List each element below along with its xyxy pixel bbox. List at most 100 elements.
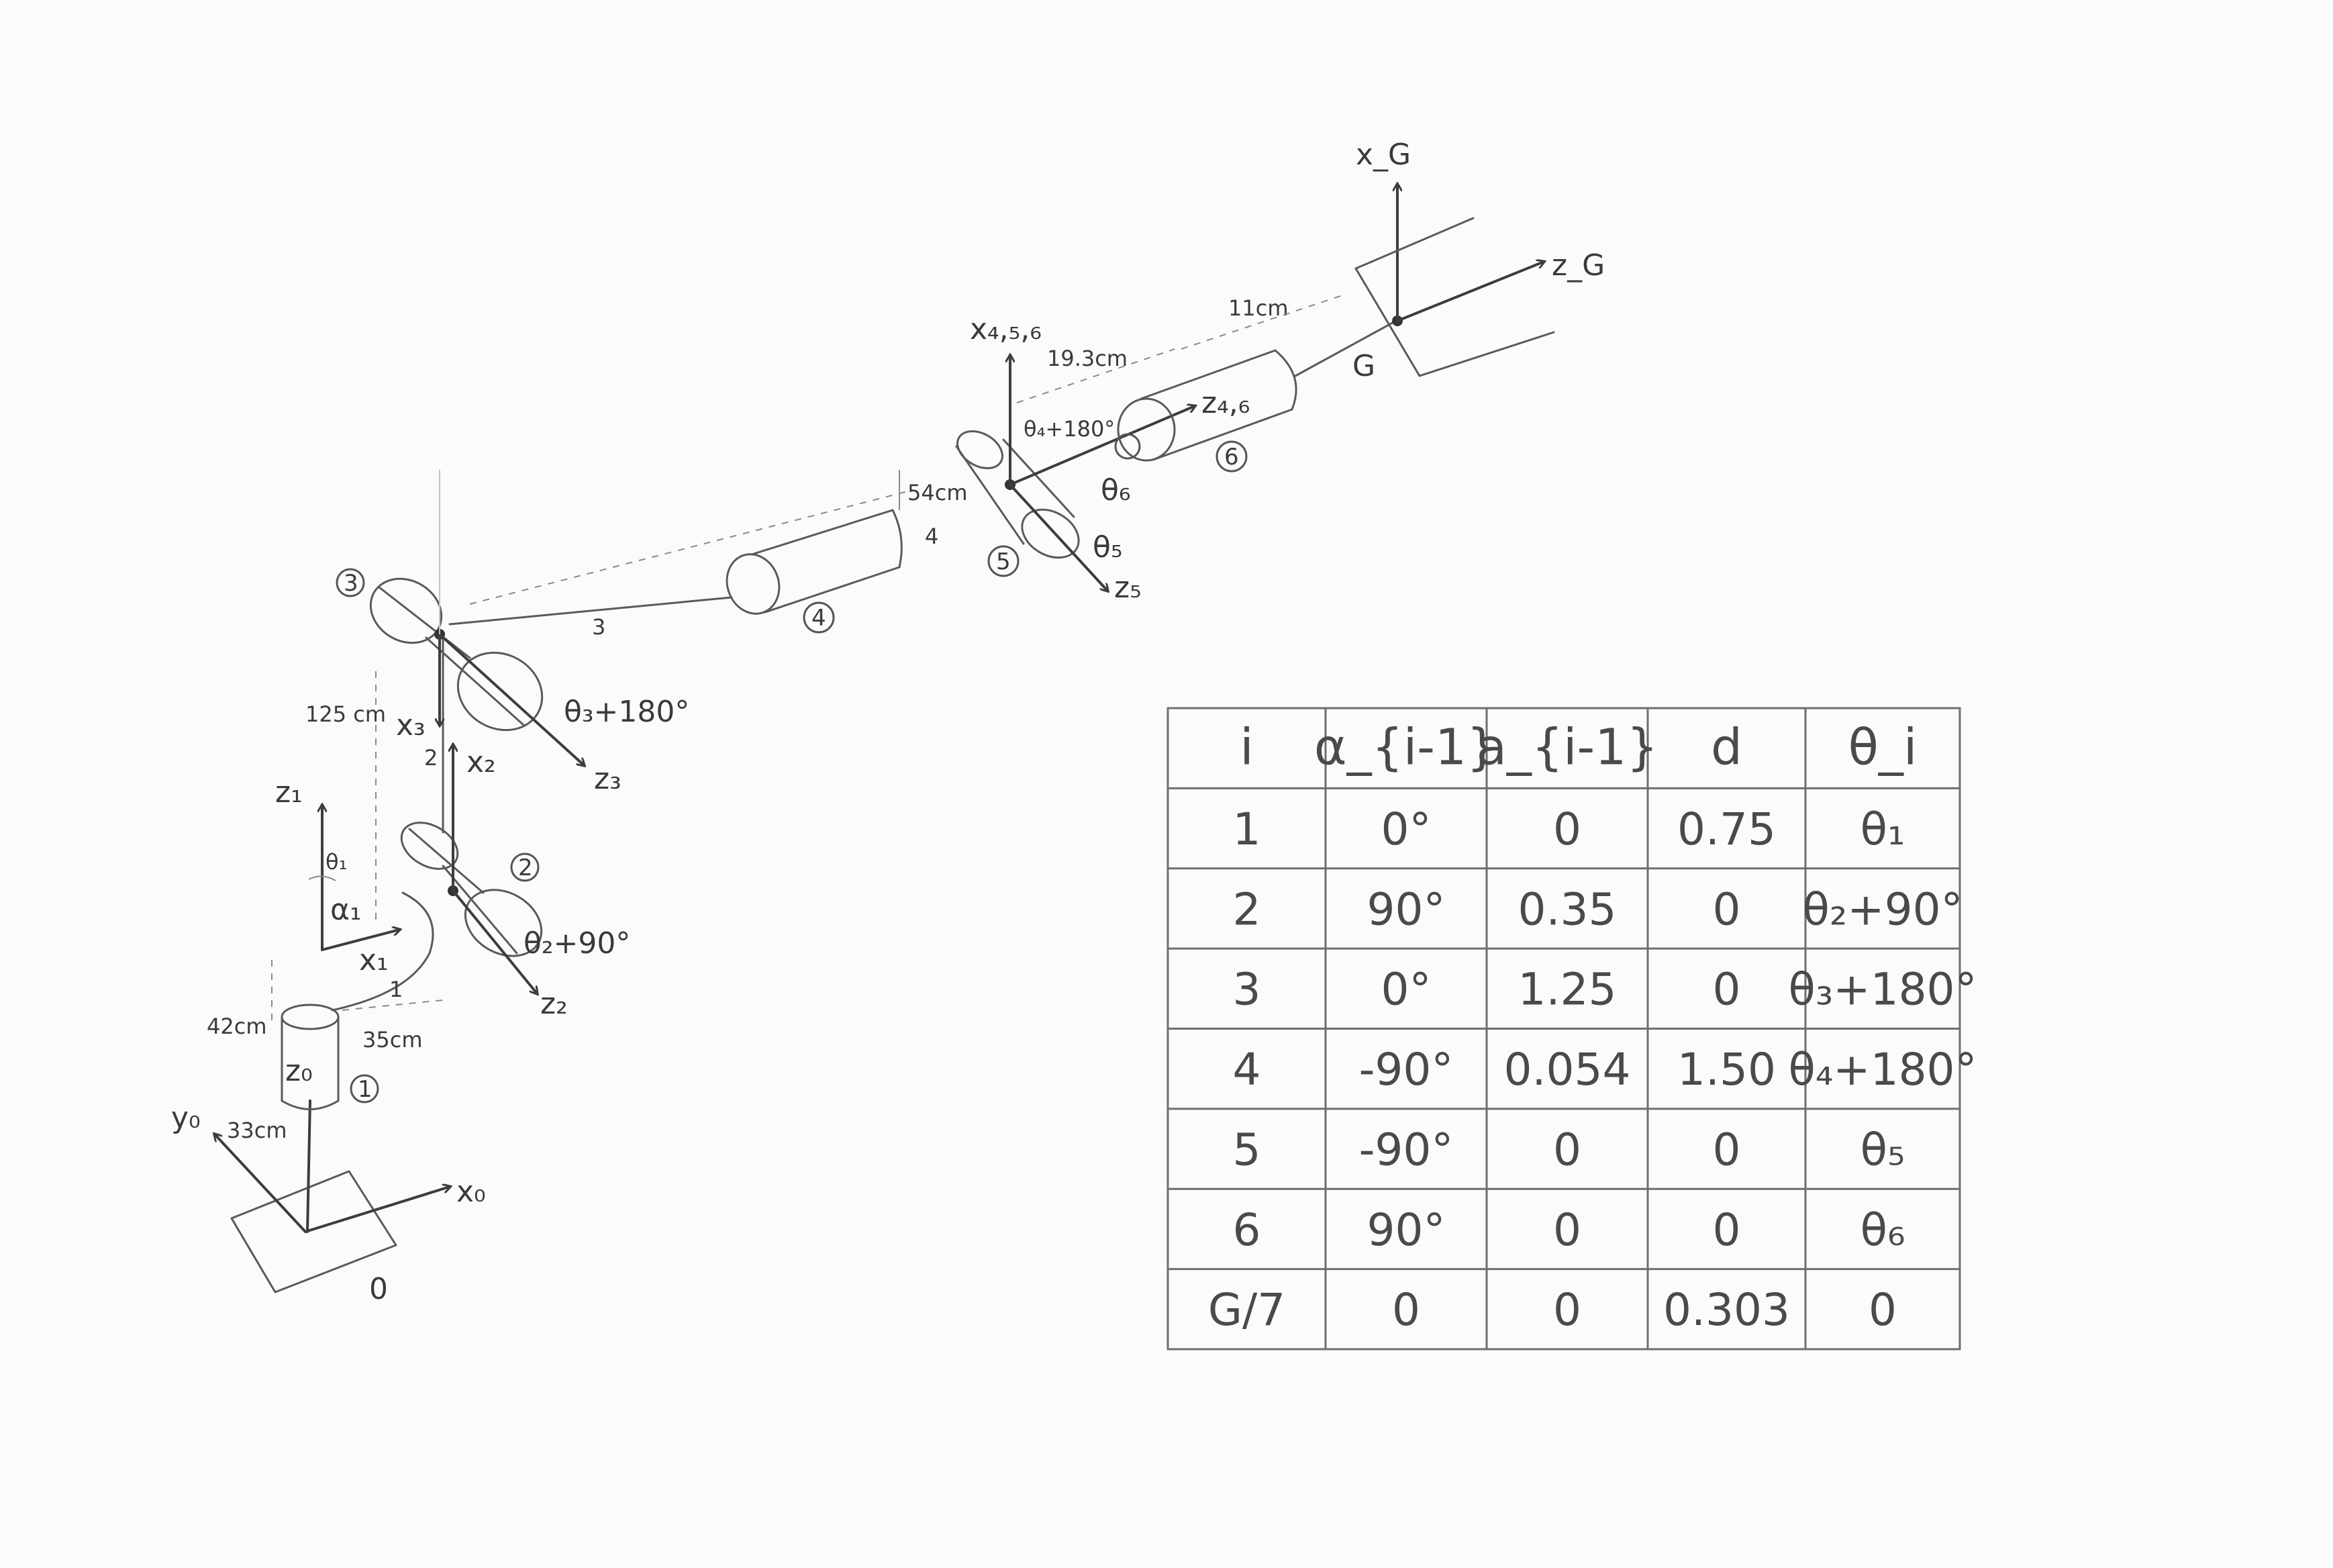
table-cell: 4	[1233, 1044, 1261, 1095]
joint-circle-1-label: 1	[358, 1076, 373, 1103]
table-cell: 0.054	[1504, 1044, 1631, 1095]
link-3	[448, 596, 733, 626]
table-cell: θ₃+180°	[1788, 964, 1977, 1016]
link-label-2: 2	[424, 745, 438, 771]
link-label-1: 1	[389, 977, 403, 1002]
joint-circle-6-label: 6	[1224, 444, 1239, 471]
table-header-cell: a_{i-1}	[1477, 719, 1658, 777]
label-theta1: θ₁	[326, 849, 347, 875]
link-1	[331, 891, 434, 1012]
gripper-frame: z_G x_G G	[1294, 138, 1605, 383]
joint1-frame: z₁ x₁ θ₁ α₁	[275, 775, 399, 977]
table-cell: 2	[1233, 883, 1261, 935]
joint-circle-5	[987, 545, 1020, 577]
joint-circle-2	[510, 852, 540, 882]
table-cell: 0	[1553, 803, 1581, 855]
table-cell: θ₁	[1860, 803, 1905, 855]
table-header-cell: d	[1711, 719, 1742, 777]
label-x3: x₃	[396, 708, 426, 742]
label-theta6: θ₆	[1101, 473, 1131, 507]
base-frame: x₀ y₀ 0 33cm	[171, 1099, 486, 1306]
wrist-frame: x₄,₅,₆ θ₄+180° θ₆ z₄,₆ 19.3cm 11cm	[970, 295, 1343, 507]
table-cell: -90°	[1359, 1044, 1454, 1095]
link-label-4: 4	[925, 524, 938, 549]
joint1-cylinder: z₀ 1 42cm 35cm	[207, 953, 444, 1110]
base-post	[306, 1099, 311, 1233]
table-cell: 0.303	[1663, 1284, 1790, 1336]
table-cell: -90°	[1359, 1124, 1454, 1175]
table-cell: 1.50	[1677, 1044, 1776, 1095]
dim-19-3cm: 19.3cm	[1047, 346, 1128, 371]
label-z0: z₀	[285, 1054, 313, 1088]
label-x0: x₀	[456, 1175, 486, 1209]
joint-circle-1	[350, 1074, 379, 1104]
label-alpha1: α₁	[330, 893, 362, 927]
dim-11cm: 11cm	[1228, 295, 1288, 321]
joint-circle-3-label: 3	[344, 570, 358, 597]
label-z5: z₅	[1114, 571, 1142, 605]
dim-33cm: 33cm	[227, 1118, 287, 1143]
x1-axis	[321, 930, 399, 951]
gripper-finger-top	[1354, 217, 1475, 270]
label-z2: z₂	[540, 987, 568, 1021]
dim-35cm: 35cm	[362, 1027, 422, 1052]
gripper-palm	[1354, 267, 1421, 377]
table-cell: 1.25	[1518, 964, 1617, 1016]
table-cell: θ₂+90°	[1802, 883, 1963, 935]
joint6-cylinder: 6	[1114, 349, 1297, 473]
table-cell: 90°	[1367, 1204, 1446, 1256]
table-cell: G/7	[1208, 1284, 1285, 1336]
joint-circle-6	[1215, 440, 1248, 473]
joint2-cylinder: 2 z₂ θ₂+90° x₂ 2	[400, 745, 630, 1021]
table-header-cell: i	[1240, 719, 1254, 777]
joint-circle-3	[336, 568, 365, 597]
x0-axis	[304, 1187, 450, 1233]
y0-axis	[215, 1134, 307, 1233]
table-cell: 0	[1553, 1284, 1581, 1336]
z3-axis	[438, 633, 584, 765]
joint-circle-4-label: 4	[811, 605, 826, 632]
dim-54cm: 54cm	[907, 480, 967, 505]
joint4-cylinder: 4 4 54cm	[726, 470, 967, 634]
table-cell: 0	[1869, 1284, 1897, 1336]
z5-axis	[1009, 483, 1107, 591]
table-cell: 0	[1553, 1124, 1581, 1175]
table-header-cell: θ_i	[1848, 719, 1918, 777]
label-x2: x₂	[466, 745, 496, 779]
z2-axis	[452, 889, 537, 993]
table-cell: 0.35	[1518, 883, 1617, 935]
label-z3: z₃	[594, 762, 622, 796]
table-cell: 0	[1392, 1284, 1420, 1336]
table-cell: θ₆	[1860, 1204, 1905, 1256]
joint-circle-5-label: 5	[996, 548, 1011, 575]
label-origin: 0	[369, 1272, 388, 1306]
label-z46: z₄,₆	[1201, 386, 1250, 420]
label-g: G	[1352, 349, 1375, 383]
table-cell: 0°	[1381, 964, 1432, 1016]
base-plate	[230, 1170, 397, 1293]
label-z1: z₁	[275, 775, 303, 810]
label-zg: z_G	[1552, 248, 1605, 283]
table-cell: θ₅	[1860, 1124, 1905, 1175]
joint3-cylinder: 3 z₃ θ₃+180° x₃	[336, 470, 689, 796]
dim-42cm: 42cm	[207, 1014, 266, 1039]
label-theta5: θ₅	[1093, 530, 1123, 565]
zg-axis	[1396, 262, 1544, 322]
table-header-cell: α_{i-1}	[1314, 719, 1498, 777]
joint5-cylinder: 5 z₅ θ₅	[955, 430, 1142, 605]
joint-circle-2-label: 2	[518, 854, 533, 881]
table-cell: 1	[1233, 803, 1261, 855]
table-cell: 0	[1553, 1204, 1581, 1256]
table-cell: 0	[1713, 964, 1741, 1016]
label-y0: y₀	[171, 1101, 201, 1135]
dim-125cm: 125 cm	[305, 701, 386, 727]
table-cell: 0	[1713, 883, 1741, 935]
label-x456: x₄,₅,₆	[970, 312, 1042, 346]
joint-circle-4	[803, 601, 835, 634]
table-cell: 90°	[1367, 883, 1446, 935]
table-cell: 0	[1713, 1124, 1741, 1175]
table-cell: θ₄+180°	[1788, 1044, 1977, 1095]
table-cell: 5	[1233, 1124, 1261, 1175]
